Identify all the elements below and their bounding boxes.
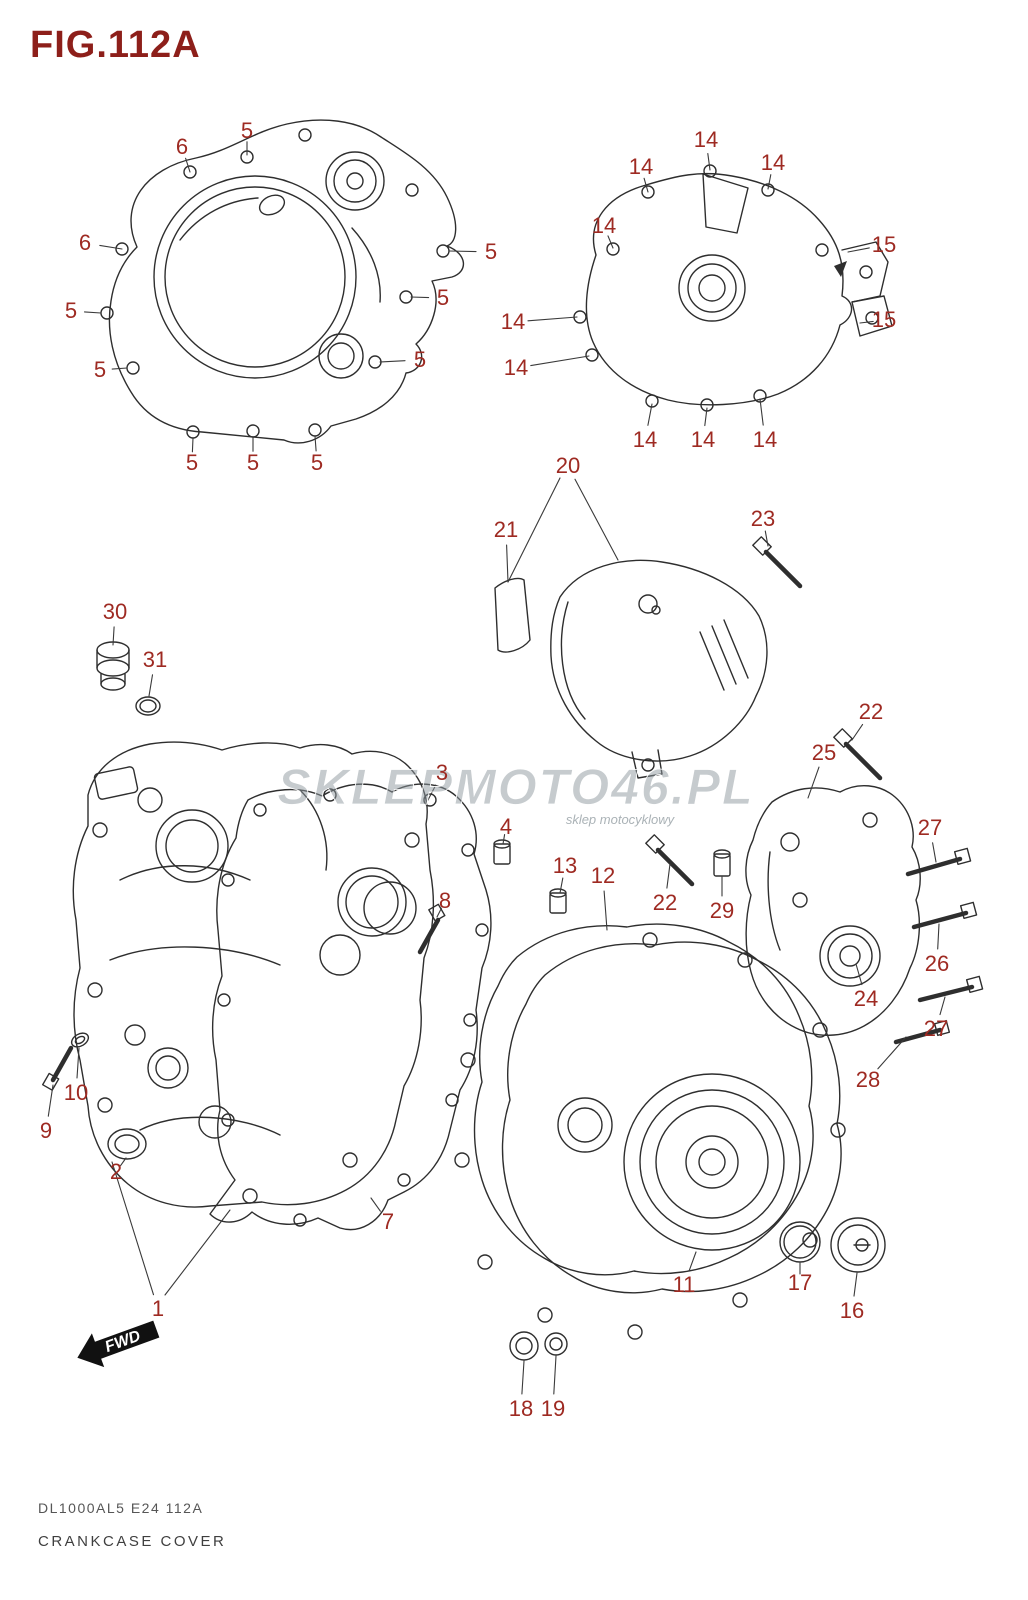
sensor-art (96, 641, 161, 716)
clutch-gasket-art (209, 783, 492, 1231)
watermark: SKLEPMOTO46.PL sklep motocyklowy (277, 759, 754, 827)
watermark-subtext: sklep motocyklowy (566, 812, 676, 827)
fwd-arrow: FWD (77, 1320, 160, 1368)
extra-leader-lines (164, 477, 561, 1296)
clutch-cover-art (100, 119, 465, 444)
watermark-text: SKLEPMOTO46.PL (277, 759, 754, 815)
model-code: DL1000AL5 E24 112A (38, 1500, 204, 1516)
fwd-label: FWD (103, 1327, 143, 1356)
dowels-art (493, 839, 731, 914)
pump-cover-art (745, 785, 921, 1036)
footer: DL1000AL5 E24 112A CRANKCASE COVER (38, 1500, 226, 1550)
figure-name: CRANKCASE COVER (38, 1533, 227, 1550)
bolts-art (50, 549, 975, 1083)
magneto-cover-inner-art (454, 923, 846, 1340)
magneto-cover-outer-art (573, 164, 893, 412)
small-parts-art (509, 1217, 886, 1361)
generator-cover-art (494, 559, 768, 779)
figure-title: FIG.112A (30, 24, 201, 66)
crankcase-art (72, 741, 435, 1208)
leader-lines (47, 141, 946, 1395)
